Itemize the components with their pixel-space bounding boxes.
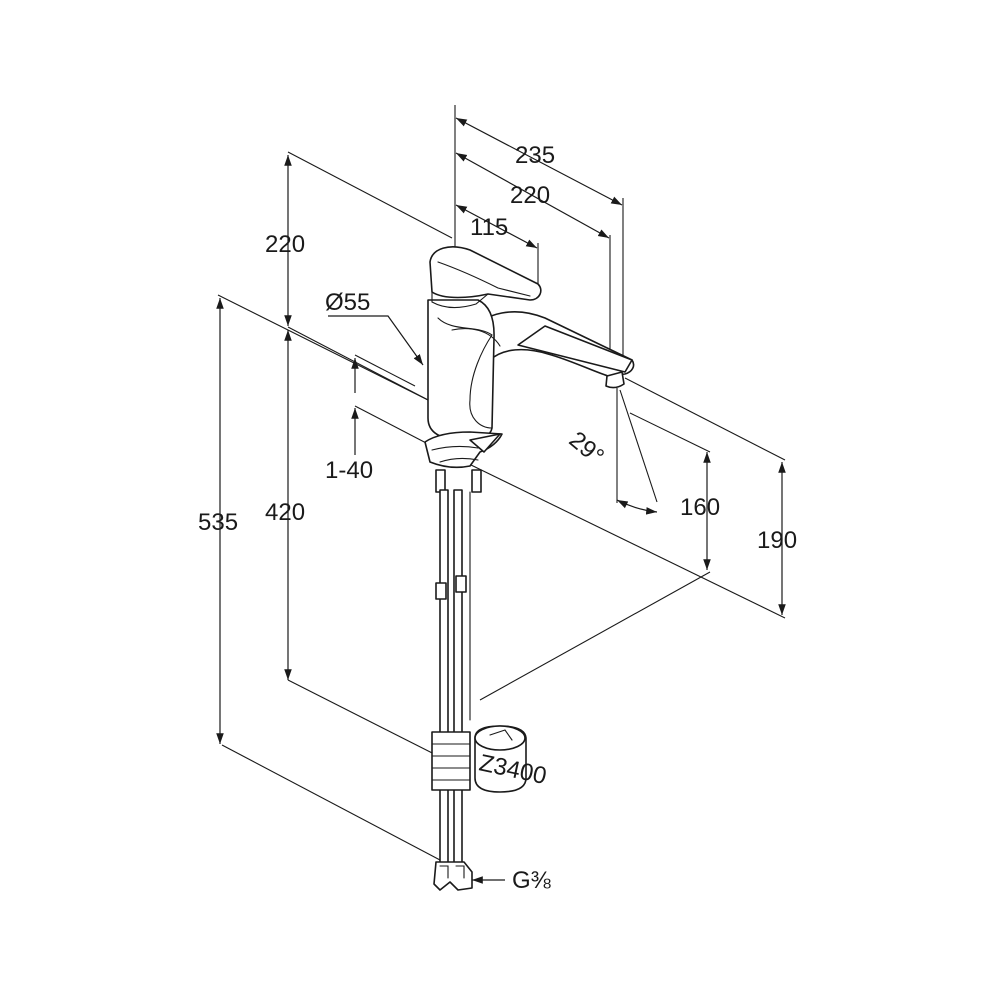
dim-arc-29 — [616, 499, 658, 515]
label-height-total: 535 — [198, 509, 238, 536]
dim-leader-diameter — [328, 315, 424, 366]
hose-left — [439, 489, 449, 866]
mounting-stud-left — [435, 469, 446, 493]
label-thread: G⅜ — [512, 867, 552, 894]
faucet-cylinder — [427, 299, 495, 441]
label-depth-spout: 220 — [510, 182, 550, 209]
label-depth-lever: 115 — [470, 214, 508, 241]
mounting-stud-right — [471, 469, 482, 493]
bottom-connector-nuts — [439, 865, 465, 879]
extension-lines — [217, 105, 786, 861]
cartridge-part: Z3400 — [474, 725, 549, 793]
label-spout-height: 190 — [757, 527, 797, 554]
faucet-body — [424, 246, 635, 493]
hose-clamp-upper — [435, 582, 447, 600]
aerator — [605, 371, 625, 389]
spout-top-face — [517, 325, 633, 373]
bottom-connector — [433, 861, 473, 891]
label-spout-angle: 29° — [564, 426, 609, 470]
cartridge-notch — [489, 729, 513, 741]
body-contour-2 — [451, 328, 501, 347]
hose-middle — [453, 489, 463, 866]
label-diameter: Ø55 — [325, 289, 370, 316]
cartridge-top — [474, 725, 526, 751]
hose-clamp-upper-2 — [455, 575, 467, 593]
supply-hoses — [431, 489, 473, 891]
hose-fitting-lower — [431, 731, 471, 791]
base-ring — [431, 445, 479, 463]
label-deck-thickness: 1-40 — [325, 457, 373, 484]
base-triangle — [469, 433, 501, 453]
label-spout-clearance: 160 — [680, 494, 720, 521]
label-height-body: 420 — [265, 499, 305, 526]
dimension-labels: 235 220 115 220 Ø55 1-40 535 420 29° 160… — [198, 142, 797, 894]
dim-line-115 — [455, 204, 538, 249]
label-depth-total: 235 — [515, 142, 555, 169]
lever-handle — [429, 246, 542, 301]
dimension-lines — [216, 117, 786, 884]
lever-highlight — [437, 261, 531, 297]
hose-fitting-rings — [431, 743, 471, 781]
label-height-upper: 220 — [265, 231, 305, 258]
dim-line-220-depth — [455, 152, 610, 239]
lever-base — [431, 291, 489, 309]
